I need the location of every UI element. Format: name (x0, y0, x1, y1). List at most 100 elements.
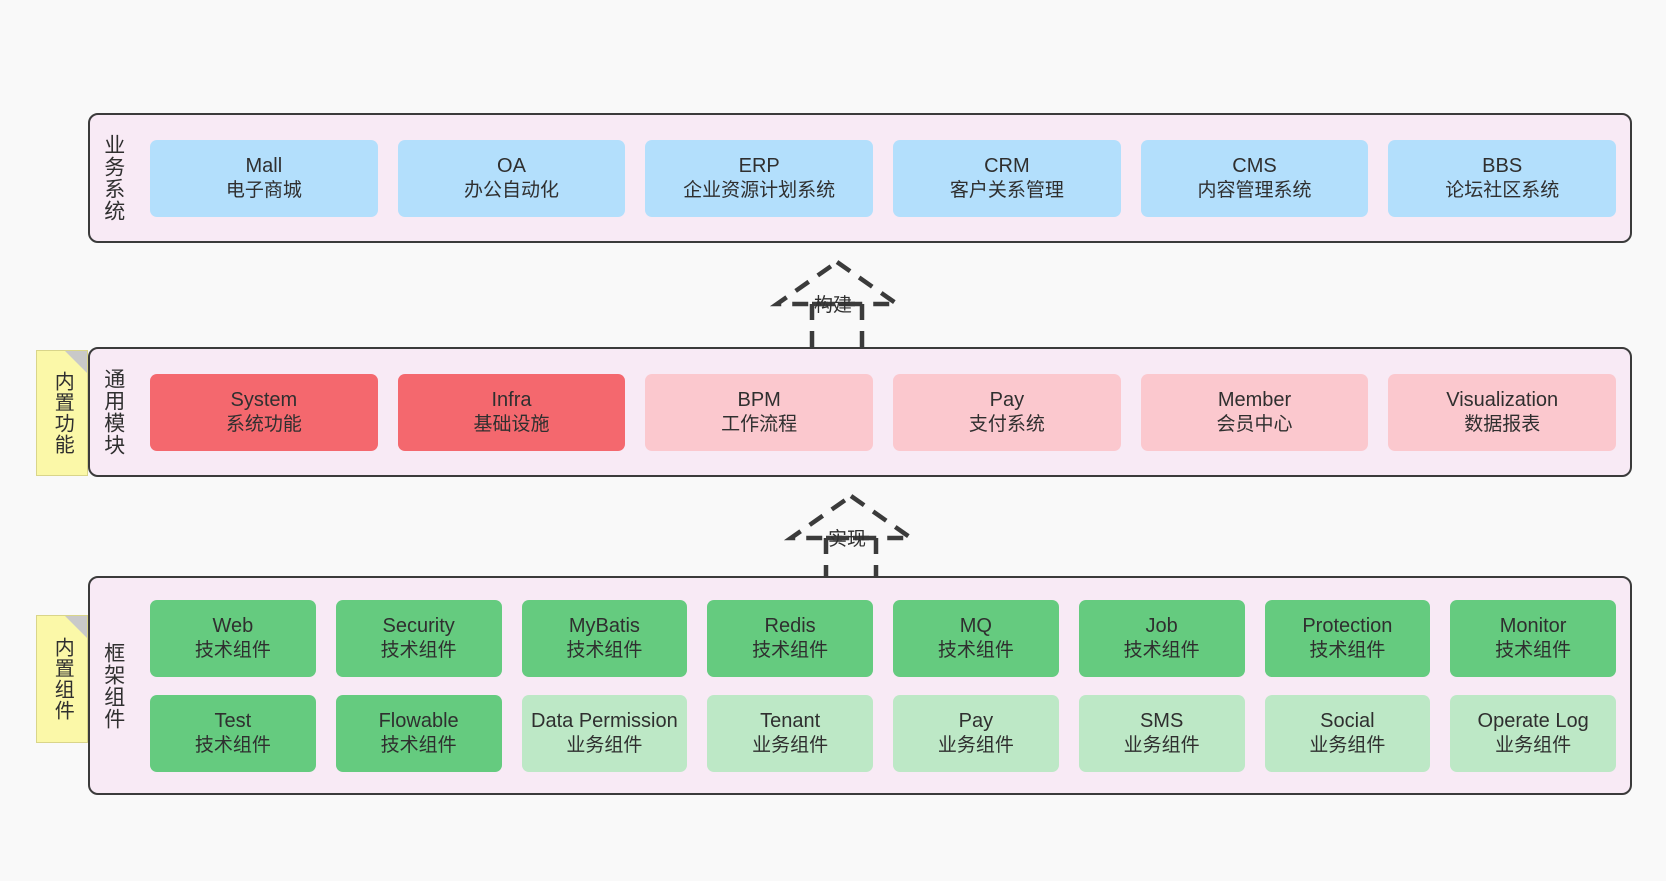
module-card-desc: 会员中心 (1216, 413, 1293, 435)
module-card-desc: 论坛社区系统 (1445, 179, 1560, 201)
module-card-name: OA (497, 154, 526, 177)
module-card-name: Member (1217, 388, 1292, 411)
module-card-name: Web (212, 614, 254, 637)
module-card-desc: 技术组件 (1495, 639, 1572, 661)
module-card-desc: 业务组件 (1495, 734, 1572, 756)
arrow-label-build: 构建 (814, 295, 853, 316)
module-card-desc: 内容管理系统 (1197, 179, 1312, 201)
module-card-desc: 业务组件 (1309, 734, 1386, 756)
module-card-desc: 企业资源计划系统 (683, 179, 836, 201)
sticky-note-builtin-components: 内置组件 (36, 615, 88, 743)
module-card-name: MyBatis (568, 614, 640, 637)
module-card-desc: 基础设施 (473, 413, 550, 435)
module-card-desc: 技术组件 (752, 639, 829, 661)
arrowhead-triangle-implement (783, 493, 919, 541)
module-card-name: Visualization (1446, 388, 1559, 411)
module-card-name: CMS (1232, 154, 1277, 177)
module-card-desc: 工作流程 (721, 413, 798, 435)
module-card-name: MQ (959, 614, 992, 637)
module-card-name: Monitor (1499, 614, 1567, 637)
module-card-desc: 技术组件 (194, 639, 271, 661)
module-card-desc: 支付系统 (968, 413, 1045, 435)
module-card-desc: 办公自动化 (464, 179, 560, 201)
module-card-name: Mall (245, 154, 283, 177)
arrow-shaft-implement (823, 535, 879, 582)
module-card-desc: 技术组件 (194, 734, 271, 756)
sticky-note-builtin-features: 内置功能 (36, 350, 88, 476)
module-card-name: Job (1145, 614, 1178, 637)
arrowhead-triangle-build (769, 259, 905, 307)
module-card-name: Social (1320, 709, 1375, 732)
module-card-desc: 客户关系管理 (949, 179, 1064, 201)
module-card-name: Security (382, 614, 455, 637)
module-card-desc: 业务组件 (752, 734, 829, 756)
module-card-desc: 业务组件 (1123, 734, 1200, 756)
arrow-implement: 实现 (766, 490, 936, 582)
module-card-desc: 技术组件 (380, 639, 457, 661)
module-card-name: Infra (491, 388, 532, 411)
module-card-name: Test (214, 709, 252, 732)
module-card-name: Operate Log (1477, 709, 1589, 732)
module-card-name: Pay (958, 709, 994, 732)
arrow-build: 构建 (752, 256, 922, 348)
module-card-desc: 技术组件 (566, 639, 643, 661)
band-label-framework: 框架组件 (101, 641, 125, 730)
module-card-desc: 技术组件 (937, 639, 1014, 661)
module-card-name: Tenant (760, 709, 821, 732)
module-card-name: Flowable (378, 709, 459, 732)
module-card-name: Pay (989, 388, 1025, 411)
module-card-desc: 电子商城 (225, 179, 302, 201)
module-card-name: SMS (1139, 709, 1184, 732)
module-card-desc: 系统功能 (225, 413, 302, 435)
module-card-name: BBS (1482, 154, 1523, 177)
module-card-desc: 技术组件 (380, 734, 457, 756)
module-card-desc: 业务组件 (937, 734, 1014, 756)
module-card-name: Data Permission (531, 709, 678, 732)
module-card-name: ERP (738, 154, 780, 177)
arrow-shaft-build (809, 301, 865, 348)
module-card-name: System (230, 388, 298, 411)
module-card-desc: 技术组件 (1123, 639, 1200, 661)
module-card-desc: 技术组件 (1309, 639, 1386, 661)
module-card-name: Protection (1302, 614, 1393, 637)
arrow-label-implement: 实现 (828, 529, 867, 550)
